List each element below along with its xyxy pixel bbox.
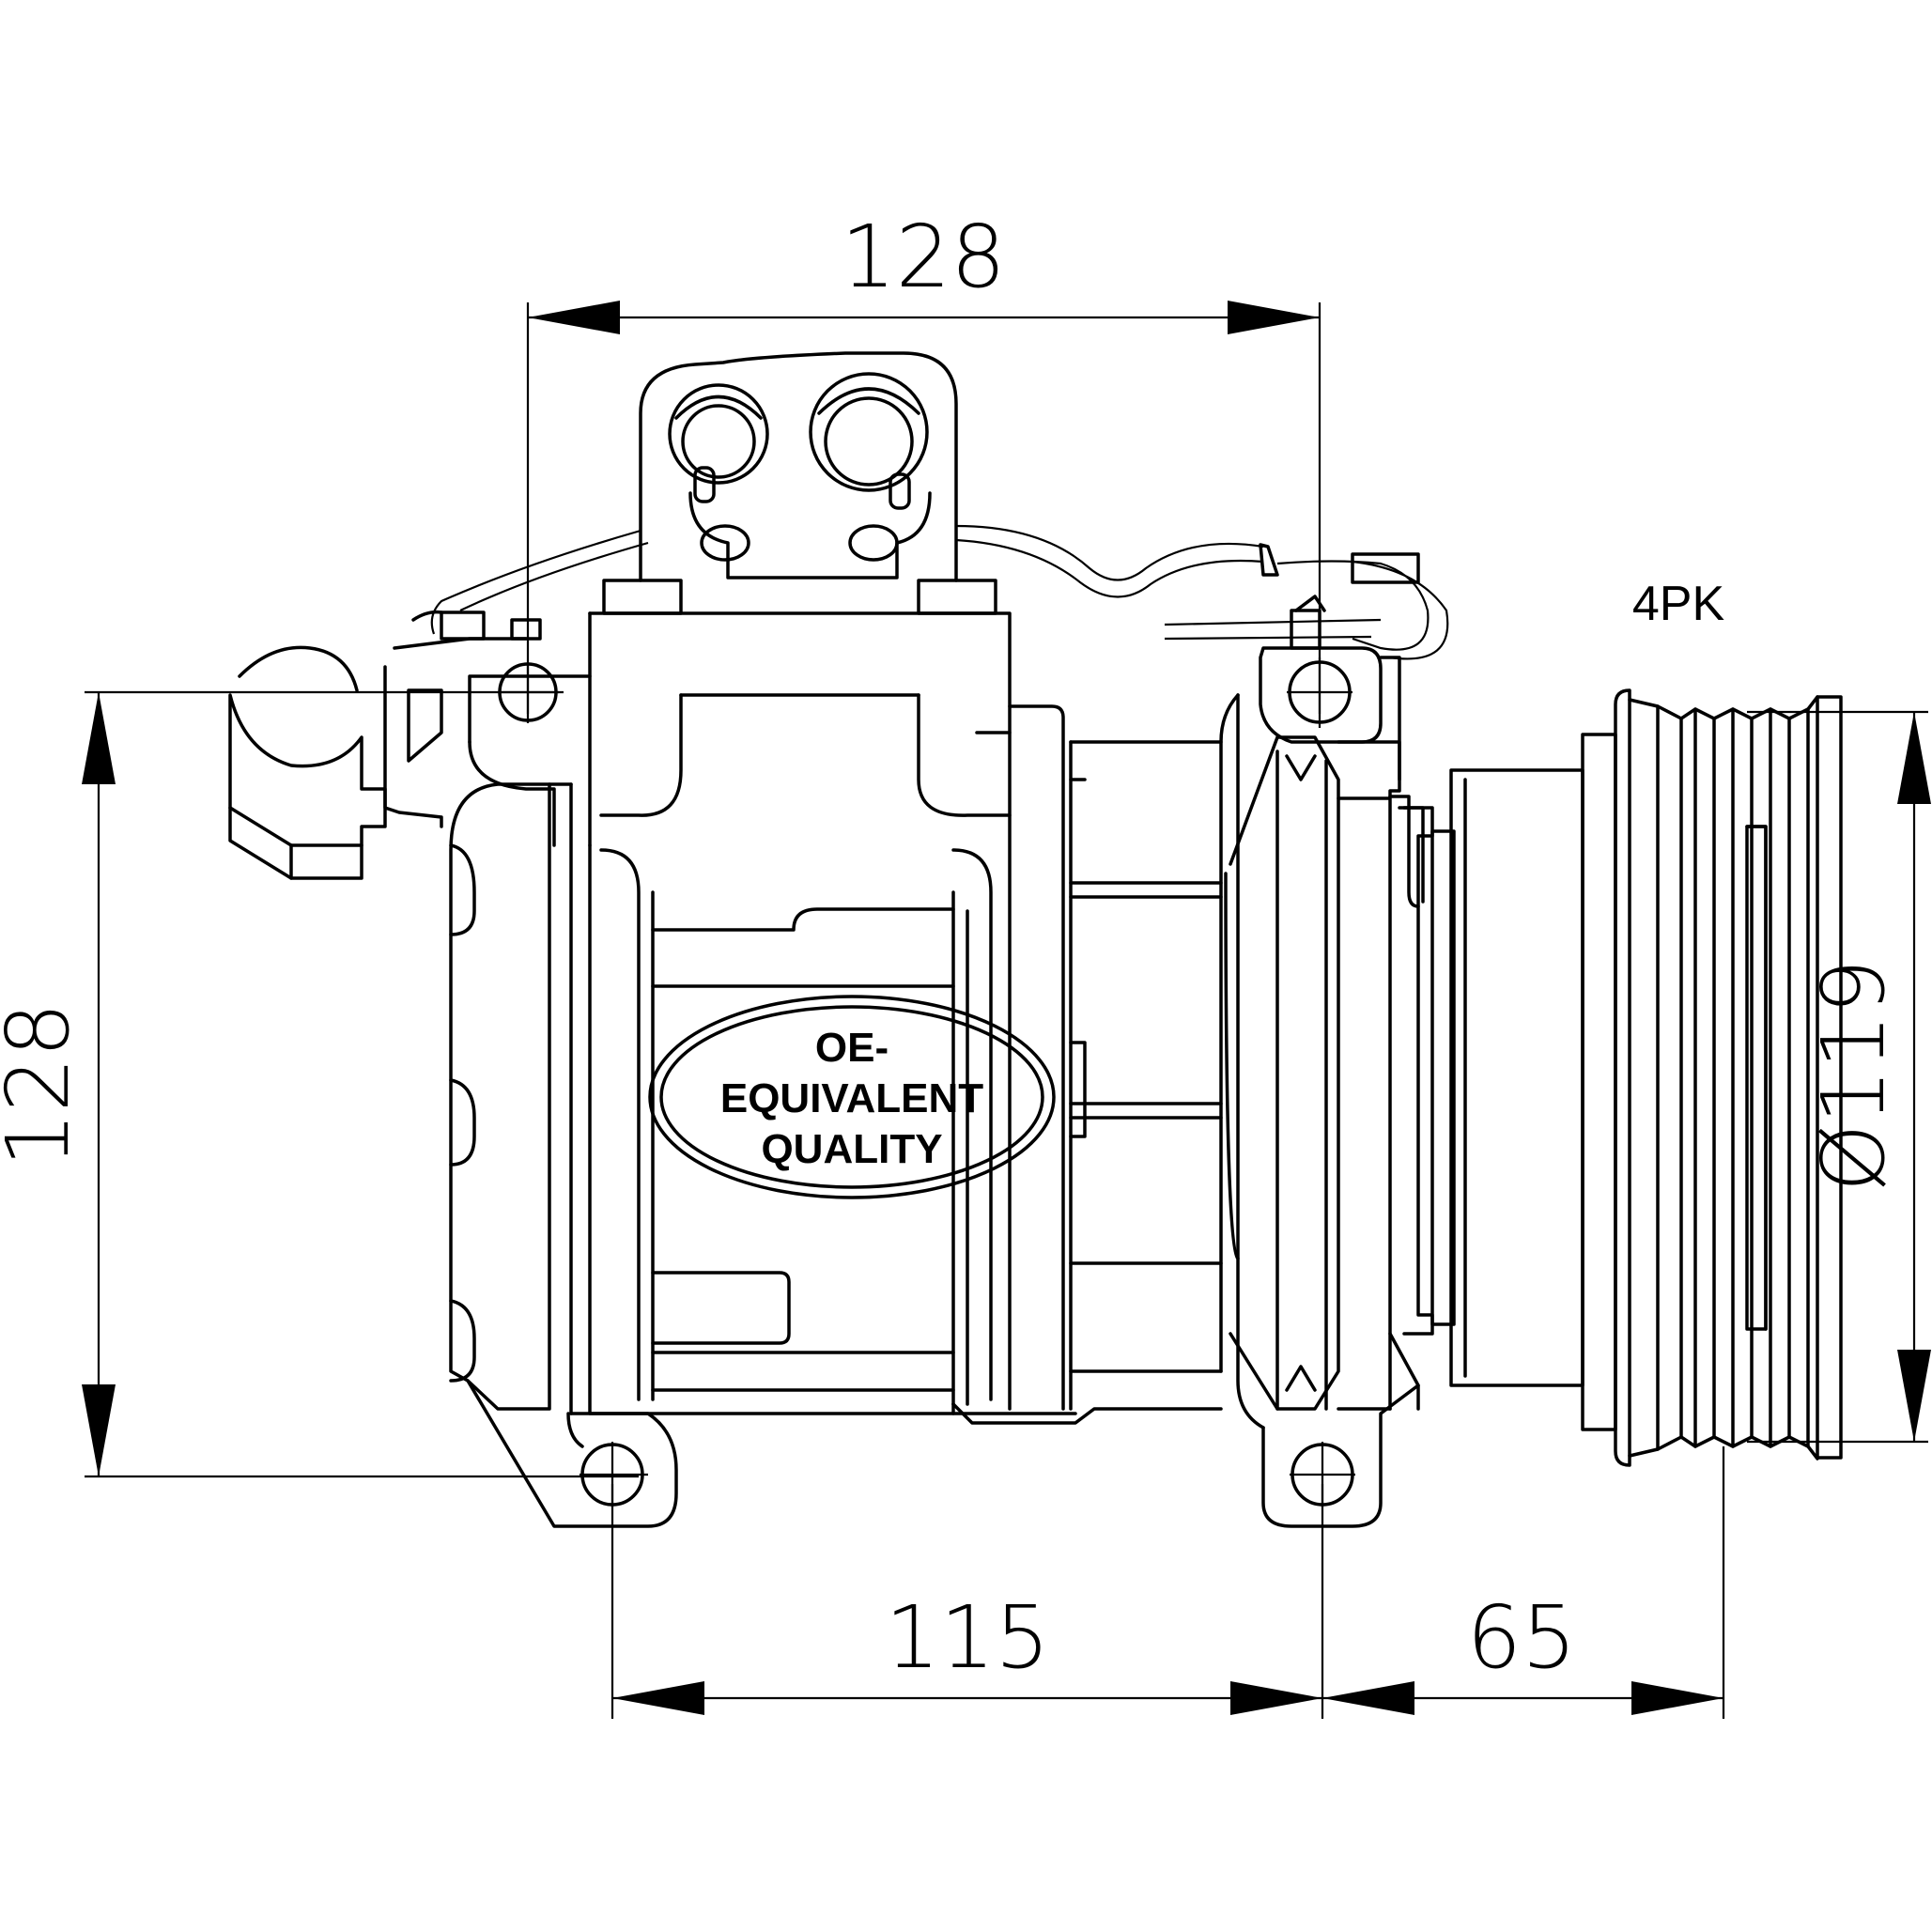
badge-line-2: EQUIVALENT: [720, 1075, 983, 1121]
oe-equivalent-badge: OE- EQUIVALENT QUALITY: [648, 995, 1056, 1199]
port-manifold: [639, 351, 958, 582]
dimension-top-width: 128: [526, 207, 1321, 714]
wiring-harness: [430, 524, 1449, 660]
dimension-bottom-spacing: 115 65: [611, 1446, 1725, 1719]
dimension-left-height: 128: [0, 690, 639, 1478]
dimension-pulley-offset-label: 65: [1466, 1587, 1576, 1688]
compressor-body: [449, 579, 1425, 1528]
dimension-left-height-label: 128: [0, 1002, 88, 1167]
dimension-mount-spacing-label: 115: [885, 1587, 1050, 1688]
badge-line-1: OE-: [815, 1025, 889, 1071]
left-fitting: [228, 610, 528, 880]
dimension-pulley-diameter: Ø119: [1747, 710, 1931, 1444]
badge-line-3: QUALITY: [761, 1126, 942, 1172]
pulley-assembly: [1402, 688, 1843, 1467]
dimension-pulley-diameter-label: Ø119: [1803, 959, 1904, 1192]
dimension-top-width-label: 128: [841, 207, 1006, 307]
pulley-type-label: 4PK: [1632, 577, 1725, 631]
